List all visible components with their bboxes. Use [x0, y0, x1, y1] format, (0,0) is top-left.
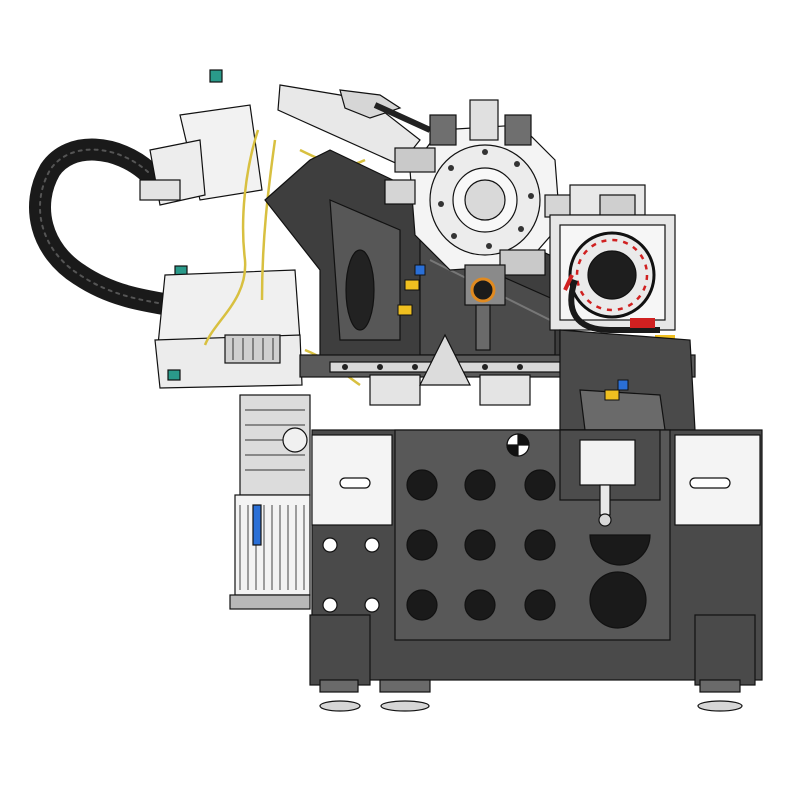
spindle [549, 184, 676, 343]
hydraulic-hose [29, 138, 181, 316]
machine-feet [309, 614, 756, 712]
tailstock [506, 429, 661, 527]
indicator-icon [209, 69, 223, 83]
turret [384, 99, 576, 276]
tool-holder [464, 264, 506, 351]
hydraulic-unit [229, 394, 311, 610]
electrical-box [154, 269, 303, 389]
sensor-markers [397, 264, 629, 401]
